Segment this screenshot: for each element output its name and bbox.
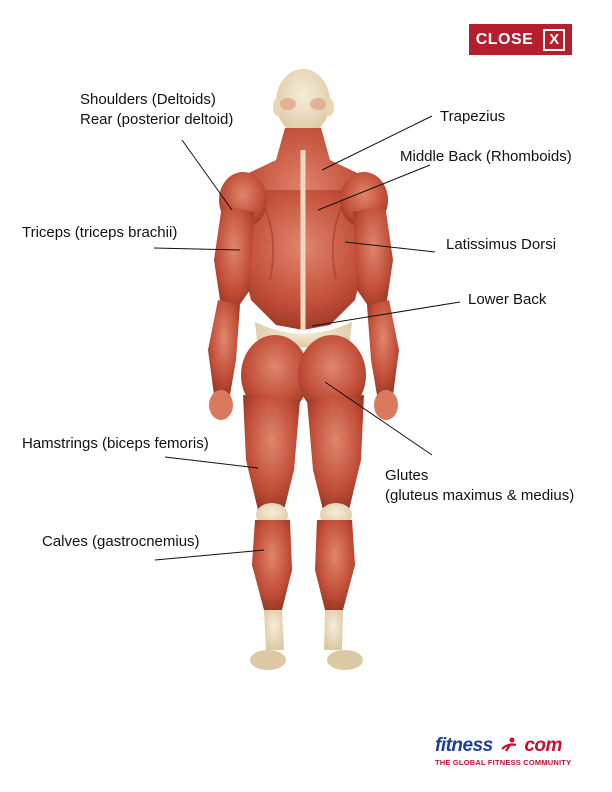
label-shoulders-line1: Shoulders (Deltoids): [80, 91, 216, 108]
label-glutes-line1: Glutes: [385, 467, 429, 484]
logo-word-fitness: fitness: [435, 735, 493, 756]
head: [276, 69, 330, 135]
triceps-left: [214, 205, 254, 310]
logo-tagline: THE GLOBAL FITNESS COMMUNITY: [435, 758, 572, 767]
calf-left: [252, 520, 292, 610]
label-glutes-line2: (gluteus maximus & medius): [385, 487, 575, 504]
glute-left: [241, 335, 309, 415]
label-middle-back: Middle Back (Rhomboids): [400, 148, 572, 165]
calf-right: [315, 520, 355, 610]
label-trapezius: Trapezius: [440, 108, 506, 125]
middle-back-leader: [317, 164, 431, 211]
hand-right: [374, 390, 398, 420]
label-triceps: Triceps (triceps brachii): [22, 224, 178, 241]
label-latissimus: Latissimus Dorsi: [446, 236, 557, 253]
trapezius-leader: [321, 115, 433, 171]
ear-right: [324, 98, 334, 116]
glute-right: [298, 335, 366, 415]
hamstrings-leader: [164, 456, 259, 469]
triceps-right: [353, 205, 393, 310]
lower-back-leader: [311, 301, 461, 327]
close-icon: X: [543, 28, 566, 51]
glutes-leader: [324, 381, 433, 456]
hamstring-right: [307, 395, 364, 510]
close-button[interactable]: CLOSE X: [469, 24, 572, 55]
close-label: CLOSE: [475, 30, 534, 48]
forearm-left: [208, 300, 240, 395]
label-calves: Calves (gastrocnemius): [42, 533, 200, 550]
calves-leader: [154, 549, 265, 561]
brand-logo[interactable]: fitness com THE GLOBAL FITNESS COMMUNITY: [435, 735, 595, 767]
triceps-leader: [153, 247, 241, 251]
foot-left: [250, 650, 286, 670]
label-hamstrings: Hamstrings (biceps femoris): [22, 435, 209, 452]
hand-left: [209, 390, 233, 420]
forearm-right: [367, 300, 399, 395]
hamstring-left: [243, 395, 300, 510]
foot-right: [327, 650, 363, 670]
shoulders-leader: [181, 139, 233, 211]
latissimus-leader: [344, 241, 436, 253]
logo-word-com: com: [524, 735, 562, 756]
label-shoulders-line2: Rear (posterior deltoid): [80, 111, 234, 128]
runner-icon: [500, 737, 516, 752]
label-lower-back: Lower Back: [468, 291, 547, 308]
